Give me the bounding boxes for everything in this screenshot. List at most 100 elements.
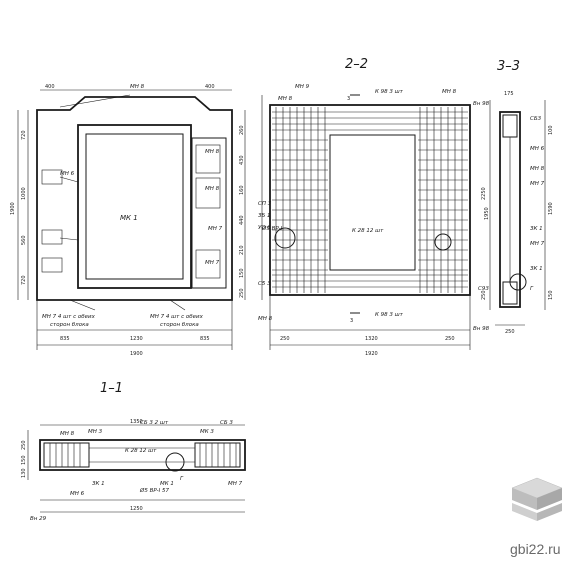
s11-anchor: Ø5 ВР-I 57	[139, 487, 170, 494]
plan-rdim-2: 160	[239, 185, 245, 195]
s22-rebar-grid	[272, 107, 468, 293]
s22-mid-label: К 28 12 шт	[352, 228, 384, 234]
s11-outline	[39, 439, 246, 471]
s11-dim-top-label: 1350	[130, 419, 143, 425]
s22-cut-label-bottom: 3	[350, 318, 353, 324]
section-title-2-2: 2–2	[345, 57, 368, 72]
s22-right-1: Вн 98	[473, 326, 490, 332]
s22-left-2: ЗБ 1	[258, 213, 271, 219]
logo-layer-2-right	[537, 503, 562, 521]
plan-embed-1	[41, 169, 63, 185]
s22-label-top-3: МН 8	[442, 89, 457, 95]
s22-label-top-1: К 98 3 шт	[375, 89, 404, 95]
s22-outline	[269, 104, 471, 296]
plan-note-right-1: МН 7 4 шт с обеих	[150, 314, 204, 320]
plan-bdim-1: 1230	[130, 336, 143, 342]
s33-label-1: МН 6	[530, 146, 545, 152]
s33-outline	[499, 111, 521, 308]
s22-detail-circle-1	[274, 227, 296, 249]
gbi-cube-logo	[511, 477, 563, 521]
s22-bottom-label: К 98 3 шт	[375, 312, 404, 318]
s22-right-0: Вн 98	[473, 101, 490, 107]
s33-label-8: Г	[530, 286, 534, 292]
plan-rdim-4: 210	[239, 245, 245, 255]
s11-ldim-2: 130	[21, 468, 27, 478]
s22-opening	[329, 134, 416, 271]
s11-label-7: МК 1	[160, 481, 174, 487]
plan-label-top: МН 8	[130, 84, 145, 90]
plan-center-label: МК 1	[120, 214, 138, 222]
s33-label-4: МН 7	[530, 241, 545, 247]
plan-outline	[36, 96, 233, 301]
s22-cut-label-top: 3	[347, 96, 350, 102]
s11-label-5: МН 3	[88, 429, 103, 435]
s11-label-3: К 28 12 шт	[125, 448, 157, 454]
s33-dim-1: 1950	[484, 207, 490, 220]
s11-detail-circle	[165, 452, 185, 472]
plan-callout-5: МН 6	[60, 171, 75, 177]
s11-label-0: СБ 3 2 шт	[140, 420, 169, 426]
s33-dim-2: 2250	[481, 187, 487, 200]
section-3-3: СБ3 МН 6 МН 8 МН 7 МН 7 ЗК 1 ЗК 1 С93 Г …	[478, 91, 554, 335]
s11-label-10: Г	[180, 476, 184, 482]
plan-dim-row-1: 720	[21, 130, 27, 140]
s33-label-7: С93	[478, 286, 489, 292]
s11-label-4: СБ 3	[220, 420, 233, 426]
plan-dim-left-total: 1900	[10, 202, 16, 215]
s33-label-6: ЗК 1	[530, 266, 543, 272]
plan-callout-1: МН 8	[205, 149, 220, 155]
s33-label-2: МН 8	[530, 166, 545, 172]
s33-label-0: СБ3	[530, 116, 542, 122]
s11-bottom-note: Вн 29	[30, 516, 47, 522]
leader-b1	[69, 299, 96, 311]
s33-dim-4: 100	[548, 125, 554, 135]
section-2-2: К 98 3 шт МН 9 МН 8 3 3 МН 8 СП 3 ЗБ 1 У…	[258, 84, 490, 357]
s22-anchor: Ø5 ВР-I	[261, 225, 283, 232]
s33-label-5: ЗК 1	[530, 226, 543, 232]
plan-rdim-0: 260	[239, 125, 245, 135]
s22-bdim-0: 250	[280, 336, 290, 342]
plan-plate-3	[195, 249, 221, 279]
s33-bottom-bar	[502, 281, 518, 305]
s33-dim-3: 1590	[548, 202, 554, 215]
plan-dim-row-4: 720	[21, 275, 27, 285]
section-1-1: СБ 3 2 шт МК 3 МН 8 К 28 12 шт СБ 3 МН 3…	[21, 419, 246, 522]
s11-label-8: ЗК 1	[92, 481, 105, 487]
s33-dim-7: 250	[481, 290, 487, 300]
s22-detail-circle-2	[434, 233, 452, 251]
plan-dim-top-left: 400	[45, 84, 55, 90]
s33-dim-6: 250	[505, 329, 515, 335]
plan-opening-frame	[77, 124, 192, 289]
s22-bdim-2: 250	[445, 336, 455, 342]
s33-label-3: МН 7	[530, 181, 545, 187]
leader-top	[59, 94, 131, 108]
s22-label-top-2: МН 9	[295, 84, 310, 90]
plan-dim-top-right: 400	[205, 84, 215, 90]
logo-layer-2-left	[512, 503, 537, 521]
plan-embed-2	[41, 229, 63, 245]
plan-callout-4: МН 7	[205, 260, 220, 266]
plan-opening	[85, 133, 184, 280]
plan-bdim-0: 835	[60, 336, 70, 342]
s11-right-block	[194, 442, 241, 468]
plan-note-left-1: МН 7 4 шт с обеих	[42, 314, 96, 320]
s33-dim-5: 150	[548, 290, 554, 300]
plan-rdim-3: 440	[239, 215, 245, 225]
s33-top-bar	[502, 114, 518, 138]
s11-label-2: МН 8	[60, 431, 75, 437]
plan-rdim-1: 430	[239, 155, 245, 165]
leader-l2	[59, 237, 79, 241]
plan-embed-3	[41, 257, 63, 273]
s11-label-1: МК 3	[200, 429, 214, 435]
section-title-1-1: 1–1	[100, 381, 123, 396]
plan-rdim-6: 250	[239, 288, 245, 298]
plan-pilaster	[191, 137, 227, 289]
plan-plate-2	[195, 177, 221, 209]
s22-left-5: МН 8	[258, 316, 273, 322]
s33-detail-circle	[509, 273, 527, 291]
plan-view: 400 МН 8 400 1900 720 1000 560 720 МК 1 …	[10, 84, 246, 357]
plan-callout-3: МН 7	[208, 226, 223, 232]
s11-ldim-0: 250	[21, 440, 27, 450]
s11-dim-mid: 1250	[130, 506, 143, 512]
